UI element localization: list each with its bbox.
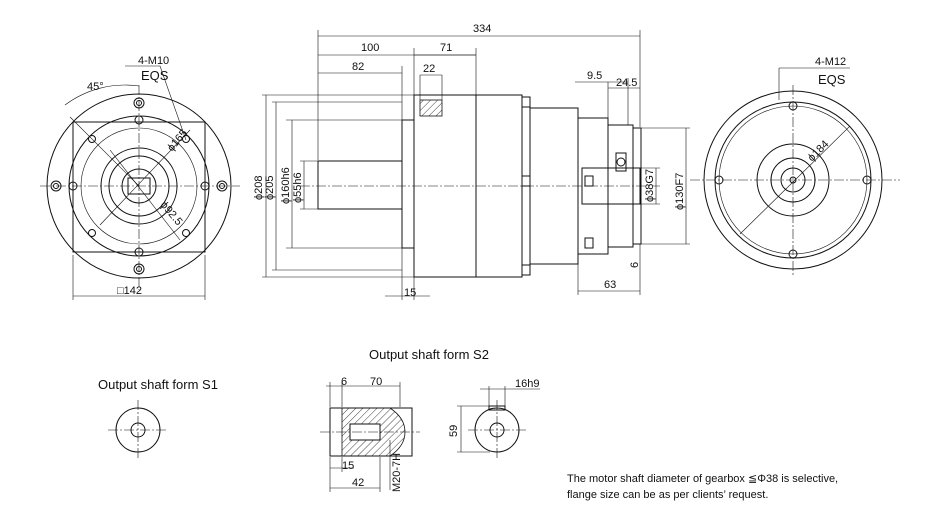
- dim-dia55: ϕ55h6: [292, 172, 304, 203]
- shaft-s1-title: Output shaft form S1: [98, 377, 218, 392]
- s2-dim-42: 42: [352, 477, 364, 489]
- dim-dia160: ϕ160h6: [280, 167, 292, 204]
- s2-height: 59: [448, 425, 460, 437]
- tapped-hole: [419, 99, 443, 117]
- dim-24-5: 24.5: [616, 77, 637, 89]
- s2-dim-70: 70: [370, 376, 382, 388]
- dim-15: 15: [404, 287, 416, 299]
- front-bore-label: ϕ92.5: [158, 199, 185, 228]
- shaft-s2-title: Output shaft form S2: [369, 347, 489, 362]
- note-line-1: The motor shaft diameter of gearbox ≦Φ38…: [567, 473, 839, 485]
- shaft-s2-end: [457, 386, 540, 460]
- rear-thread-label: 4-M12: [815, 56, 846, 68]
- rear-view: [690, 67, 900, 275]
- note-line-2: flange size can be as per clients’ reque…: [567, 489, 769, 501]
- dim-9-5: 9.5: [587, 70, 602, 82]
- front-view: [40, 65, 240, 300]
- front-pcd-label: ϕ165: [165, 127, 190, 153]
- rear-pcd-label: ϕ184: [806, 138, 832, 164]
- dim-6: 6: [629, 262, 641, 268]
- s2-dim-6: 6: [341, 376, 347, 388]
- shaft-s2-side: [320, 382, 420, 492]
- side-view: [262, 30, 690, 300]
- shaft-s1-view: [108, 400, 168, 460]
- dim-overall: 334: [473, 23, 491, 35]
- dim-dia208: ϕ208: [253, 175, 265, 200]
- dim-71: 71: [440, 42, 452, 54]
- output-pilot: [401, 119, 415, 249]
- dim-22: 22: [423, 63, 435, 75]
- s2-thread: M20-7H: [391, 453, 403, 492]
- dim-63: 63: [604, 279, 616, 291]
- rear-eqs-label: EQS: [818, 72, 846, 87]
- front-eqs-label: EQS: [141, 68, 169, 83]
- s2-key: 16h9: [515, 378, 539, 390]
- dim-dia38: ϕ38G7: [644, 169, 656, 202]
- dim-100: 100: [361, 42, 379, 54]
- dim-82: 82: [352, 61, 364, 73]
- note: The motor shaft diameter of gearbox ≦Φ38…: [567, 471, 838, 503]
- output-shaft: [317, 160, 403, 210]
- front-thread-label: 4-M10: [138, 55, 169, 67]
- front-angle-label: 45°: [87, 81, 104, 93]
- dim-dia130: ϕ130F7: [674, 173, 686, 210]
- s2-dim-15: 15: [342, 460, 354, 472]
- dim-dia205: ϕ205: [264, 175, 276, 200]
- front-square-label: □142: [117, 285, 142, 297]
